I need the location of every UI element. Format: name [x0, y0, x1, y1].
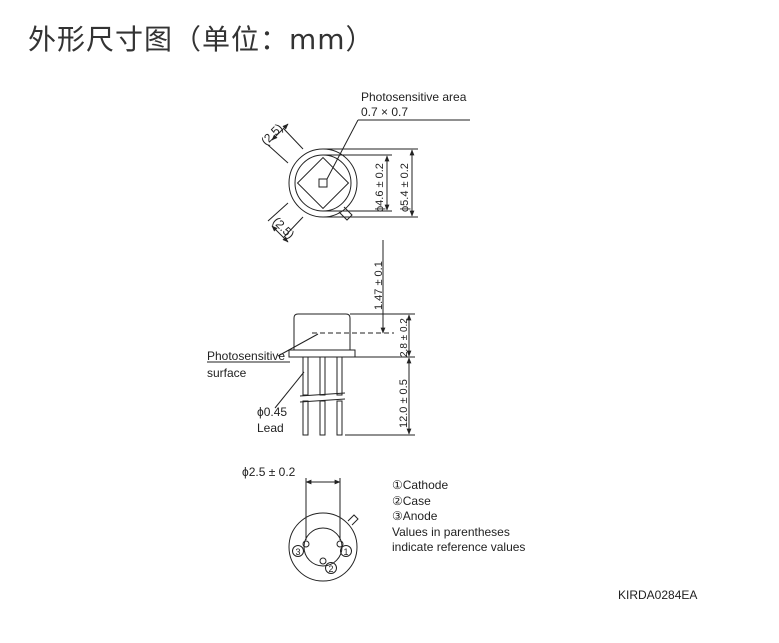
photosensitive-surface-label-1: Photosensitive: [207, 349, 285, 363]
pin-1-dot: [336, 540, 344, 548]
pin-3-marker: [292, 545, 304, 557]
photosensitive-surface-label-2: surface: [207, 366, 247, 380]
dim-top-height: 1.47 ± 0.1: [373, 261, 385, 310]
side-view-cap: [293, 313, 351, 350]
photosensitive-surface-leader: [277, 333, 319, 357]
side-view: [207, 240, 415, 436]
bottom-view-outer-circle: [288, 512, 358, 582]
pin-2-marker: [325, 562, 337, 574]
lead-label: Lead: [257, 421, 284, 435]
legend: ①Cathode ②Case ③Anode Values in parenthe…: [392, 478, 525, 554]
top-view: [267, 119, 470, 243]
side-view-flange: [288, 349, 356, 358]
dim-body-height: 2.8 ± 0.2: [399, 318, 410, 357]
dim-lead-length: 12.0 ± 0.5: [398, 379, 410, 428]
legend-note-2: indicate reference values: [392, 540, 525, 554]
pin-1-number: 1: [343, 547, 348, 557]
pin-3-dot: [302, 540, 310, 548]
lead-center-upper: [319, 356, 326, 396]
photosensitive-area-value: 0.7 × 0.7: [361, 105, 408, 119]
legend-cathode: ①Cathode: [392, 478, 448, 492]
top-view-tab: [338, 206, 353, 221]
bottom-view: [288, 478, 359, 582]
legend-note-1: Values in parentheses: [392, 525, 510, 539]
lead-diameter-label: ϕ0.45: [257, 405, 287, 419]
top-view-inner-circle: [294, 154, 352, 212]
pin-2-number: 2: [328, 564, 333, 574]
lead-leader: [274, 371, 305, 409]
lead-right-lower: [336, 400, 343, 436]
photosensitive-area-square: [318, 178, 328, 188]
lead-left-lower: [302, 400, 309, 436]
top-view-outer-circle: [288, 148, 358, 218]
pin-3-number: 3: [295, 547, 300, 557]
pin-circle-dimension: ϕ2.5 ± 0.2: [242, 465, 296, 479]
legend-case: ②Case: [392, 494, 431, 508]
page-title: 外形尺寸图（单位：mm）: [28, 23, 375, 56]
legend-anode: ③Anode: [392, 509, 438, 523]
bottom-view-tab: [347, 514, 359, 526]
pin-2-dot: [319, 557, 327, 565]
bottom-view-pin-circle: [303, 527, 343, 567]
lead-right-upper: [336, 356, 343, 396]
top-view-window: [296, 156, 350, 210]
drawing-code: KIRDA0284EA: [618, 588, 697, 602]
lead-left-upper: [302, 356, 309, 396]
lead-center-lower: [319, 400, 326, 436]
dim-outer-diameter: ϕ5.4 ± 0.2: [399, 163, 411, 212]
pin-1-marker: [340, 545, 352, 557]
photosensitive-area-label: Photosensitive area: [361, 90, 467, 104]
ref-angle-bottom: (2.5): [270, 214, 297, 241]
dim-inner-diameter: ϕ4.6 ± 0.2: [374, 163, 386, 212]
ref-angle-top: (2.5): [258, 121, 285, 148]
